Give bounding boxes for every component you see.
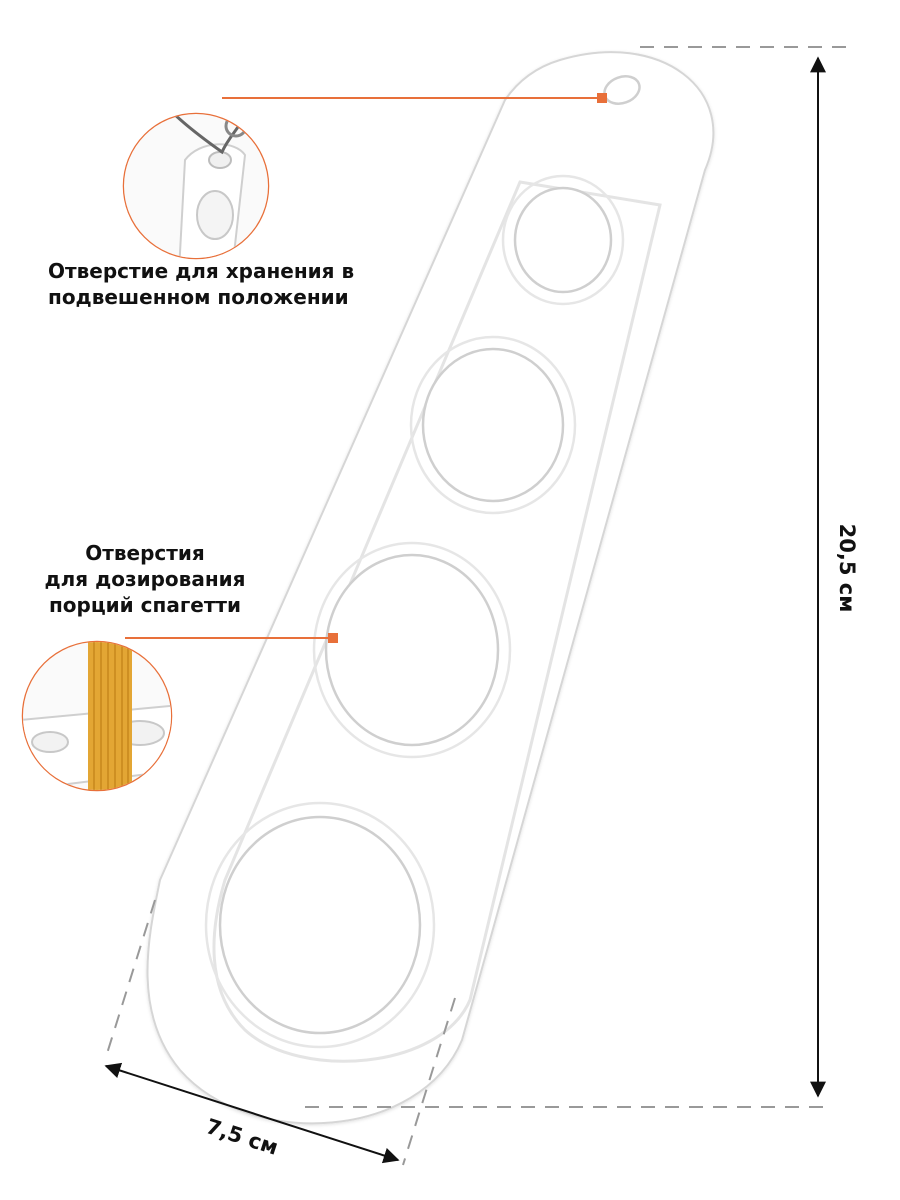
callout-label-dosing-line-1: Отверстия	[85, 541, 205, 565]
dosing-hole-2	[421, 347, 565, 503]
callout-marker-dosing	[328, 633, 338, 643]
callout-label-dosing: Отверстия для дозирования порций спагетт…	[20, 540, 270, 618]
dosing-holes	[204, 174, 625, 1049]
zoom-detail-dosing	[23, 642, 171, 790]
zoom-spaghetti-bundle	[88, 642, 132, 790]
callout-marker-hanging	[597, 93, 607, 103]
callout-label-hanging: Отверстие для хранения в подвешенном пол…	[48, 259, 355, 309]
tool-inner-rim	[212, 180, 662, 1063]
dosing-hole-2-rim	[409, 335, 577, 515]
dimension-width	[104, 899, 456, 1166]
dosing-hole-3	[324, 553, 500, 747]
dosing-hole-1	[513, 186, 613, 294]
dimension-height	[305, 46, 850, 1108]
callout-label-dosing-line-2: для дозирования	[44, 567, 246, 591]
callout-label-dosing-line-3: порций спагетти	[48, 593, 242, 617]
dosing-hole-4	[218, 815, 422, 1035]
spaghetti-measure-tool	[146, 51, 715, 1125]
dim-width-guide-right	[402, 997, 456, 1166]
dosing-hole-4-rim	[204, 801, 436, 1049]
dosing-hole-1-rim	[501, 174, 625, 306]
callout-dosing	[21, 633, 338, 792]
dosing-hole-3-rim	[312, 541, 512, 759]
dimension-height-label: 20,5 см	[835, 523, 859, 613]
dim-width-arrow	[104, 1062, 400, 1164]
dim-width-guide-left	[104, 899, 156, 1061]
